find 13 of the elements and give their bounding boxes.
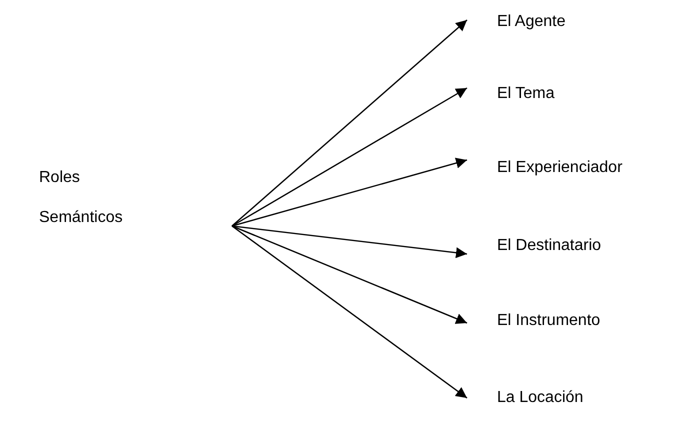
- root-label: Roles Semánticos: [39, 158, 139, 238]
- arrow: [232, 225, 468, 399]
- arrow: [232, 225, 468, 258]
- role-label: El Agente: [497, 12, 566, 32]
- role-label: El Instrumento: [497, 311, 600, 331]
- role-label: El Destinatario: [497, 236, 602, 256]
- role-label: El Experienciador: [497, 158, 622, 178]
- arrow: [232, 87, 468, 227]
- role-label: La Locación: [497, 388, 584, 408]
- arrow: [232, 225, 468, 324]
- role-label: El Tema: [497, 84, 555, 104]
- arrow: [232, 20, 468, 226]
- arrow: [232, 158, 468, 227]
